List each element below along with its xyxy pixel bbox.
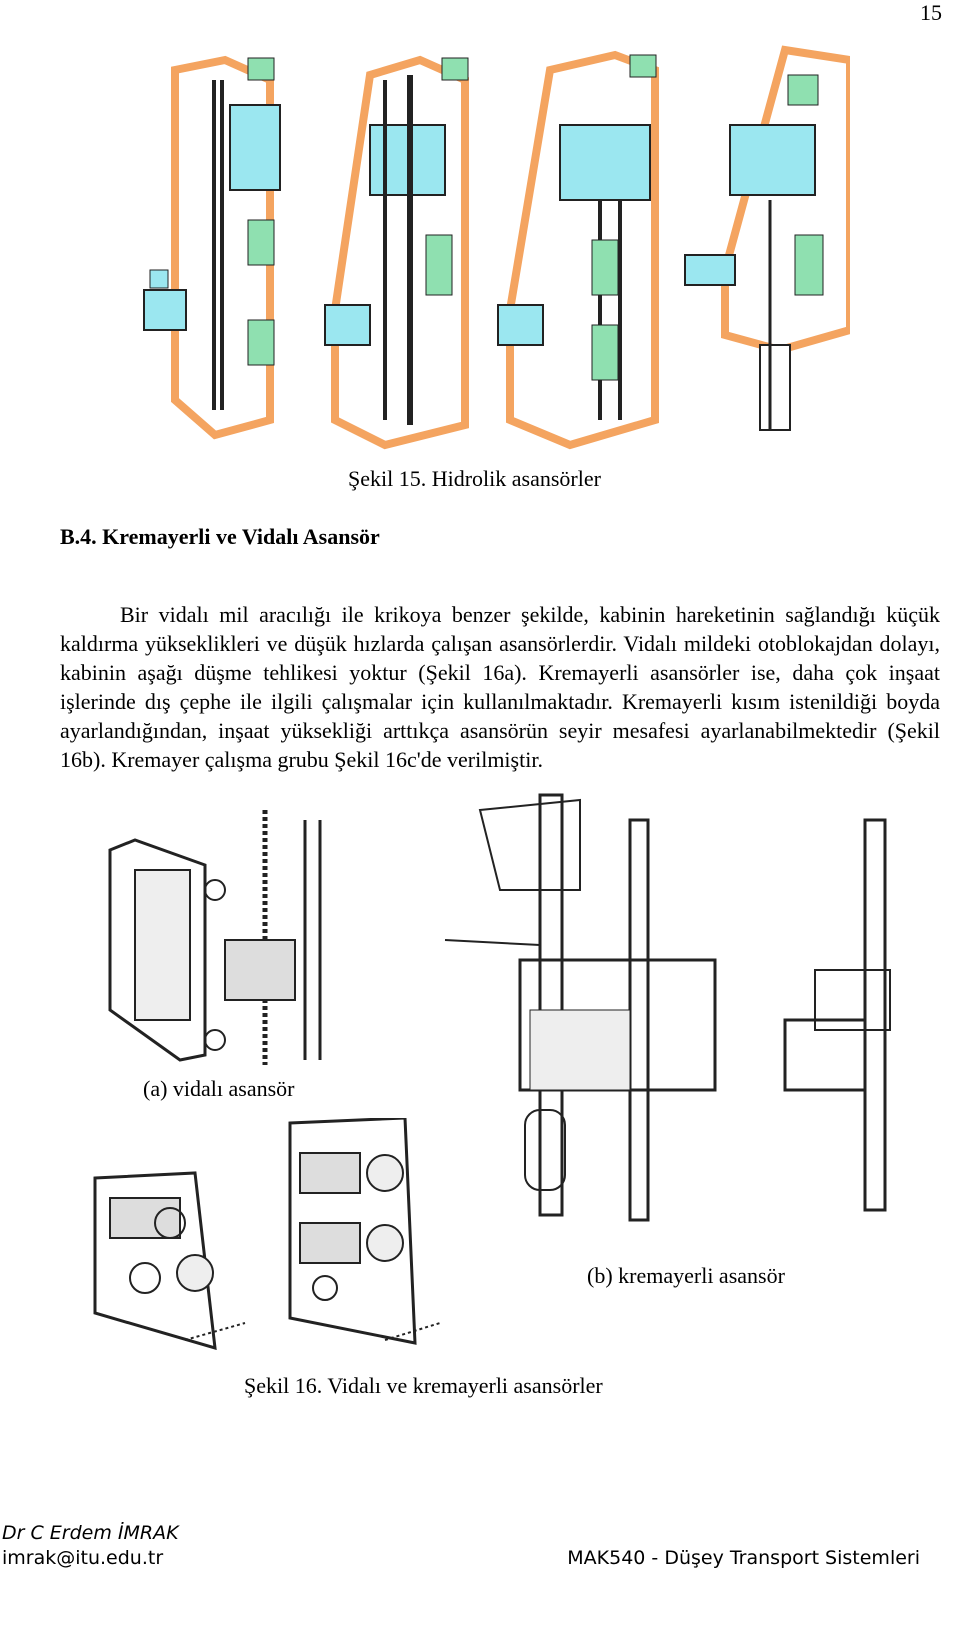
footer-course: MAK540 - Düşey Transport Sistemleri [567,1547,920,1569]
section-heading: B.4. Kremayerli ve Vidalı Asansör [60,524,380,549]
elevator-drawing-4 [684,45,850,431]
hydraulic-elevators-illustration [143,45,850,450]
figure-16a-label: (a) vidalı asansör [143,1076,295,1101]
footer-author: Dr C Erdem İMRAK [2,1522,179,1544]
section-paragraph: Bir vidalı mil aracılığı ile krikoya ben… [60,600,940,774]
screw-elevator-illustration [108,810,322,1065]
figure-15-caption: Şekil 15. Hidrolik asansörler [348,466,601,491]
figure-16b-label: (b) kremayerli asansör [587,1263,785,1288]
elevator-drawing-1 [143,55,281,440]
elevator-drawing-3 [497,50,659,450]
page-number: 15 [920,0,942,25]
rack-elevator-illustration [444,793,891,1222]
footer-email: imrak@itu.edu.tr [2,1547,164,1569]
paragraph-text: Bir vidalı mil aracılığı ile krikoya ben… [60,602,940,772]
rack-drive-unit-illustration [93,1118,441,1350]
elevator-drawing-2 [324,55,469,450]
figure-16-caption: Şekil 16. Vidalı ve kremayerli asansörle… [244,1373,603,1398]
